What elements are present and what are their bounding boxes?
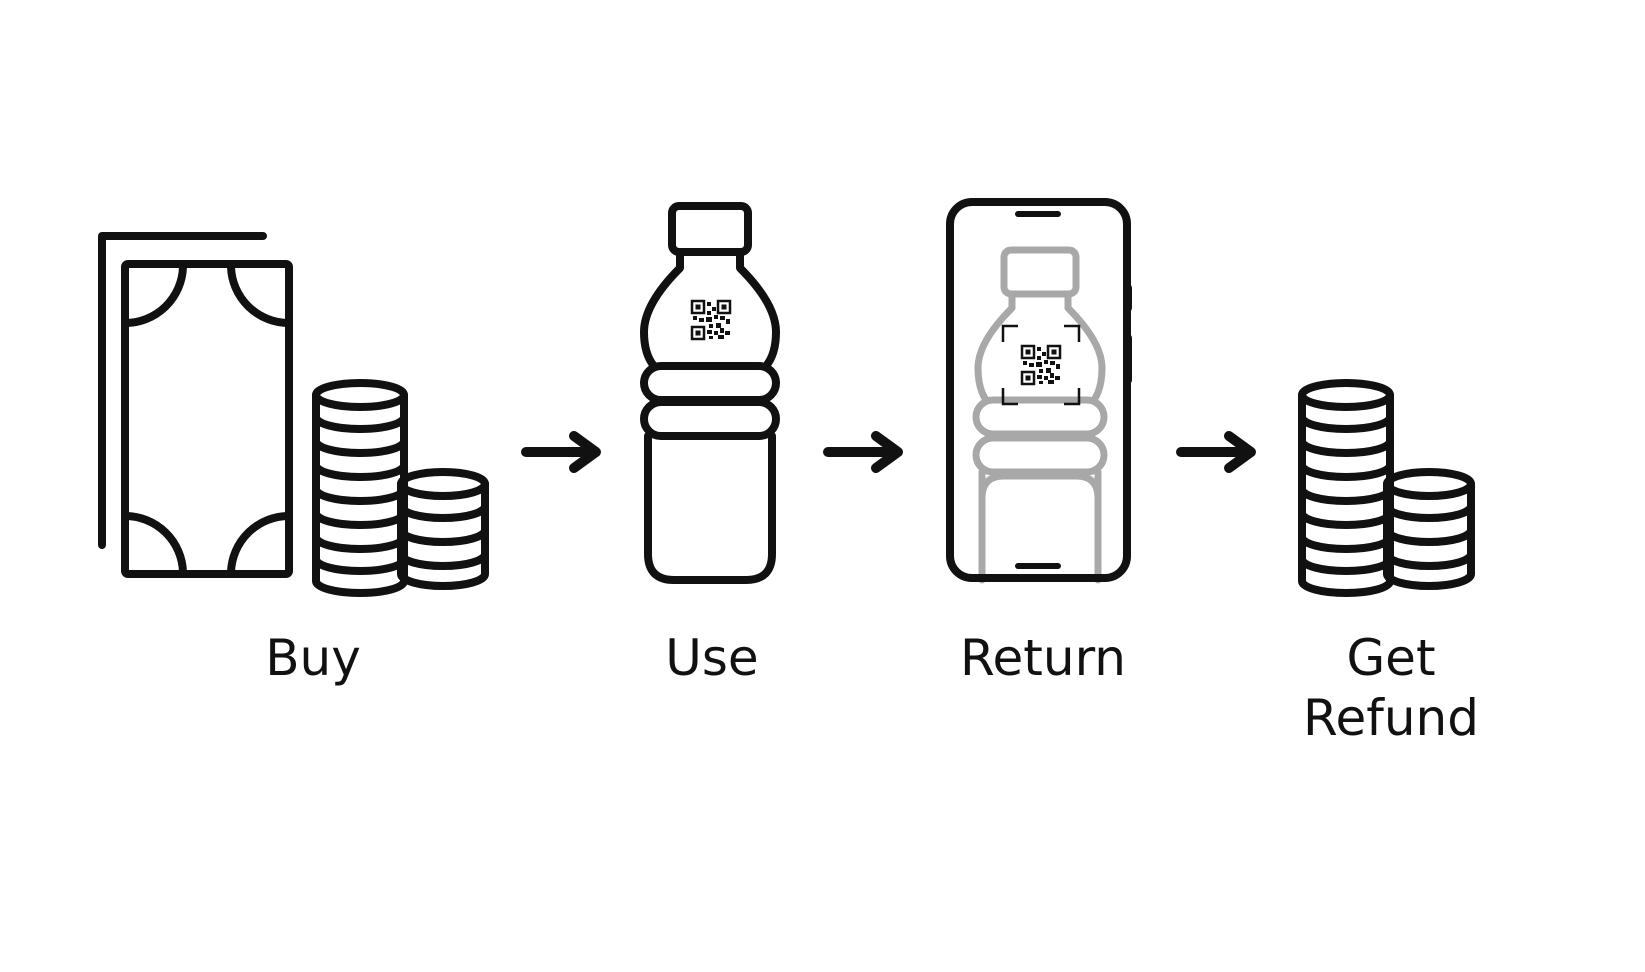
qr-code-icon <box>1020 344 1062 386</box>
coin-stack-short-icon <box>1387 472 1471 586</box>
coin-stack-tall-icon <box>1302 383 1390 593</box>
step-label-use: Use <box>665 629 759 687</box>
phone-scanning-bottle-icon <box>946 198 1132 584</box>
step-label-get: Get <box>1346 629 1436 687</box>
bottle-preview-icon <box>972 246 1108 584</box>
step-label-refund: Refund <box>1303 689 1479 747</box>
coin-stack-short-icon <box>401 472 485 586</box>
bottle-with-qr-code-icon <box>644 206 776 580</box>
step-label-return: Return <box>960 629 1126 687</box>
right-arrow-icon <box>526 436 596 468</box>
coin-stacks-icon <box>1302 383 1471 593</box>
smartphone-icon <box>946 198 1132 582</box>
buy-icon <box>98 232 485 593</box>
scan-frame-icon <box>1001 324 1081 406</box>
qr-code-icon <box>690 299 732 341</box>
right-arrow-icon <box>1181 436 1251 468</box>
banknote-back-edge <box>98 232 267 549</box>
right-arrow-icon <box>828 436 898 468</box>
banknote-icon <box>121 260 293 578</box>
coin-stack-tall-icon <box>316 383 404 593</box>
step-label-buy: Buy <box>265 629 361 687</box>
